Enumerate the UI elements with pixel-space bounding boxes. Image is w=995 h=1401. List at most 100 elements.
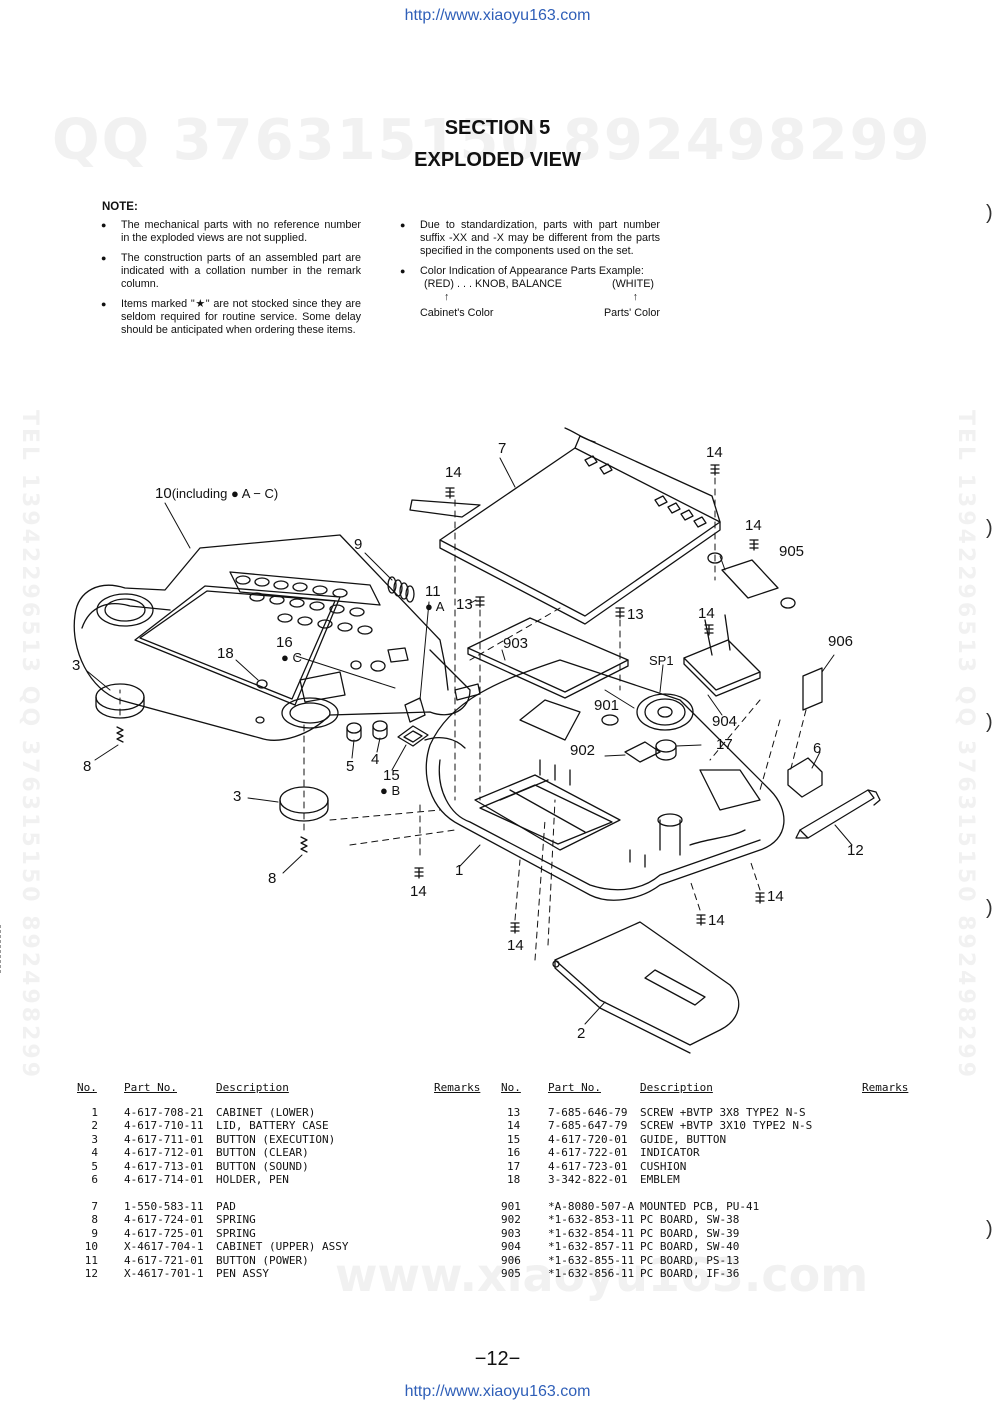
cell-part-no: 4-617-712-01 xyxy=(124,1146,204,1159)
cell-no: 902 xyxy=(501,1213,521,1226)
label-part-7: 7 xyxy=(498,440,507,457)
parts-color-label: Parts' Color xyxy=(603,307,660,319)
example-left: (RED) . . . KNOB, BALANCE xyxy=(424,278,562,290)
cell-description: CABINET (LOWER) xyxy=(216,1105,316,1119)
table-spacer xyxy=(77,1187,484,1200)
cell-no: 11 xyxy=(84,1253,98,1267)
binding-mark: ) xyxy=(986,711,993,733)
cell-part-no: 4-617-713-01 xyxy=(124,1159,204,1173)
cell-description: BUTTON (SOUND) xyxy=(216,1159,309,1173)
pcb-board-part xyxy=(454,617,629,701)
cell-description: PC BOARD, SW-40 xyxy=(640,1240,740,1253)
cabinet-color-label: Cabinet's Color xyxy=(420,307,494,319)
source-url-bottom[interactable]: http://www.xiaoyu163.com xyxy=(404,1383,591,1400)
header-part-no: Part No. xyxy=(124,1081,177,1094)
cell-no: 903 xyxy=(501,1226,521,1240)
cell-description: BUTTON (CLEAR) xyxy=(216,1146,309,1159)
cell-description: PAD xyxy=(216,1199,236,1213)
table-row: 4 4-617-712-01 BUTTON (CLEAR) xyxy=(77,1146,484,1160)
cell-description: CUSHION xyxy=(640,1159,687,1173)
cell-no: 906 xyxy=(501,1253,521,1267)
cell-part-no: 4-617-714-01 xyxy=(124,1173,204,1186)
arrow-up-icon: ↑ xyxy=(632,291,638,303)
cell-no: 5 xyxy=(91,1159,98,1173)
cell-part-no: 4-617-710-11 xyxy=(124,1119,204,1132)
table-header: No. Part No. Description Remarks xyxy=(77,1081,484,1106)
watermark-right: TEL 13942296513 QQ 376315150 892498299 xyxy=(953,410,978,1081)
cell-description: CABINET (UPPER) ASSY xyxy=(216,1240,349,1253)
watermark-header: QQ 376315150 892498299 xyxy=(52,108,932,173)
parts-table-left: No. Part No. Description Remarks 1 4-617-… xyxy=(77,1081,484,1281)
cell-no: 18 xyxy=(507,1173,521,1186)
cell-part-no: 4-617-720-01 xyxy=(548,1132,628,1146)
cell-no: 16 xyxy=(507,1146,521,1159)
cell-description: BUTTON (EXECUTION) xyxy=(216,1132,336,1146)
pad-7-part xyxy=(409,427,721,625)
example-right: (WHITE) xyxy=(612,278,654,290)
binding-mark: ) xyxy=(986,1218,993,1240)
cell-part-no: 4-617-722-01 xyxy=(548,1146,628,1159)
cell-part-no: 4-617-721-01 xyxy=(124,1253,204,1267)
label-part-903: 903 xyxy=(503,635,529,652)
cell-description: MOUNTED PCB, PU-41 xyxy=(640,1199,760,1213)
label-part-14: 14 xyxy=(745,517,762,534)
cell-no: 15 xyxy=(507,1132,521,1146)
note-heading: NOTE: xyxy=(102,201,138,213)
label-part-8: 8 xyxy=(268,870,277,887)
label-part-6: 6 xyxy=(813,740,822,757)
cell-description: SPRING xyxy=(216,1213,256,1226)
label-part-14: 14 xyxy=(445,464,462,481)
color-intro: Color Indication of Appearance Parts Exa… xyxy=(420,265,644,277)
label-part-13: 13 xyxy=(627,606,644,623)
cell-no: 901 xyxy=(501,1199,521,1213)
cell-description: PC BOARD, SW-38 xyxy=(640,1213,740,1226)
table-row: 901 *A-8080-507-A MOUNTED PCB, PU-41 xyxy=(501,1200,914,1214)
cell-description: HOLDER, PEN xyxy=(216,1173,289,1186)
source-url-top[interactable]: http://www.xiaoyu163.com xyxy=(404,7,591,24)
arrow-row: ↑ ↑ xyxy=(420,291,660,304)
exploded-view-diagram xyxy=(73,427,881,1054)
label-part-902: 902 xyxy=(570,742,596,759)
cell-part-no: *1-632-854-11 xyxy=(548,1226,635,1240)
cell-no: 1 xyxy=(91,1105,98,1119)
cell-no: 2 xyxy=(91,1119,98,1132)
upper-cabinet-part xyxy=(73,534,471,741)
label-part-14: 14 xyxy=(706,444,723,461)
color-example: (RED) . . . KNOB, BALANCE (WHITE) xyxy=(420,278,660,291)
cushion-part xyxy=(655,739,677,761)
label-part-17: 17 xyxy=(716,736,733,753)
label-part-904: 904 xyxy=(712,713,738,730)
cell-description: PEN ASSY xyxy=(216,1267,269,1280)
spring-8-part xyxy=(116,726,308,853)
label-mark-a: ● A xyxy=(425,599,445,614)
label-part-5: 5 xyxy=(346,758,355,775)
cell-no: 4 xyxy=(91,1146,98,1159)
binding-mark: ) xyxy=(986,517,993,539)
cell-part-no: 1-550-583-11 xyxy=(124,1199,204,1213)
screw-set-part xyxy=(414,464,765,934)
label-part-18: 18 xyxy=(217,645,234,662)
cell-no: 14 xyxy=(507,1119,521,1132)
cell-part-no: *A-8080-507-A xyxy=(548,1199,635,1213)
cell-no: 13 xyxy=(507,1105,521,1119)
header-description: Description xyxy=(216,1081,289,1094)
page-number: −12− xyxy=(474,1348,521,1370)
label-part-14: 14 xyxy=(767,888,784,905)
pen-holder-part xyxy=(787,757,823,798)
cell-no: 905 xyxy=(501,1267,521,1280)
label-part-1: 1 xyxy=(455,862,464,879)
cell-part-no: 4-617-723-01 xyxy=(548,1159,628,1173)
table-row: 5 4-617-713-01 BUTTON (SOUND) xyxy=(77,1160,484,1174)
label-part-905: 905 xyxy=(779,543,805,560)
label-part-8: 8 xyxy=(83,758,92,775)
note-item: The construction parts of an assembled p… xyxy=(101,252,361,291)
table-spacer xyxy=(501,1187,914,1200)
cell-no: 3 xyxy=(91,1132,98,1146)
leader-lines xyxy=(86,457,853,1025)
